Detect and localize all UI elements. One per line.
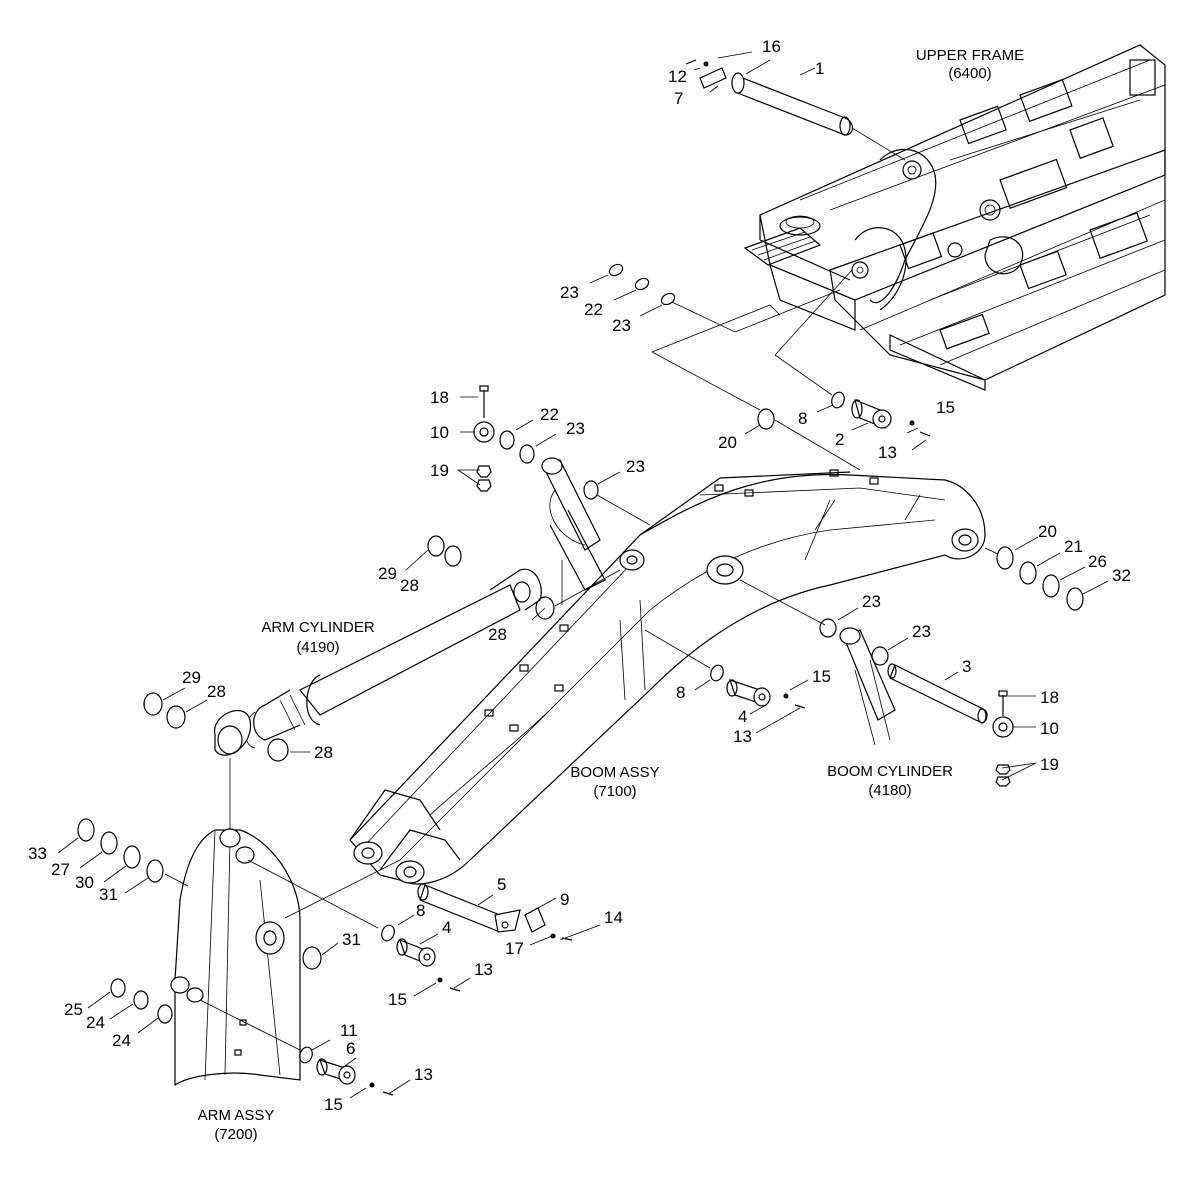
assembly-lines <box>164 127 999 1051</box>
boom-cylinder-label: BOOM CYLINDER <box>827 763 953 780</box>
callout-23-a: 23 <box>560 283 579 302</box>
callout-4-a: 4 <box>738 707 747 726</box>
plate-7 <box>699 67 727 89</box>
callout-8-a: 8 <box>798 409 807 428</box>
callout-15-c: 15 <box>388 990 407 1009</box>
callout-10-a: 10 <box>430 423 449 442</box>
callout-22-b: 22 <box>540 405 559 424</box>
pin-3 <box>887 663 988 724</box>
callout-27: 27 <box>51 860 70 879</box>
boom-cylinder-code: (4180) <box>868 782 911 799</box>
callout-15-d: 15 <box>324 1095 343 1114</box>
callout-7: 7 <box>674 89 683 108</box>
callout-23-f: 23 <box>912 622 931 641</box>
callout-13-d: 13 <box>414 1065 433 1084</box>
callout-13-c: 13 <box>474 960 493 979</box>
arm-assy-drawing <box>170 828 301 1087</box>
callout-24-b: 24 <box>112 1031 131 1050</box>
callout-33: 33 <box>28 844 47 863</box>
callout-8-c: 8 <box>416 901 425 920</box>
upper-frame-code: (6400) <box>948 65 991 82</box>
callout-28-c: 28 <box>207 682 226 701</box>
callout-25: 25 <box>64 1000 83 1019</box>
callout-1: 1 <box>815 59 824 78</box>
washers <box>77 263 1084 1064</box>
callout-29-b: 29 <box>182 668 201 687</box>
callout-32: 32 <box>1112 566 1131 585</box>
callout-8-b: 8 <box>676 683 685 702</box>
pin-6 <box>316 1058 356 1085</box>
callout-29-a: 29 <box>378 564 397 583</box>
arm-cylinder-drawing <box>214 568 542 756</box>
boom-assy-drawing <box>349 469 986 885</box>
callout-20-b: 20 <box>1038 522 1057 541</box>
callout-18-a: 18 <box>430 388 449 407</box>
pin-5 <box>417 883 521 933</box>
callout-26: 26 <box>1088 552 1107 571</box>
callout-19-a: 19 <box>430 461 449 480</box>
upper-frame-drawing <box>743 44 1166 391</box>
callout-28-b: 28 <box>488 625 507 644</box>
callout-24-a: 24 <box>86 1013 105 1032</box>
callout-28-d: 28 <box>314 743 333 762</box>
callout-22-a: 22 <box>584 300 603 319</box>
upper-frame-label: UPPER FRAME <box>916 47 1024 64</box>
callout-13-b: 13 <box>733 727 752 746</box>
callout-13-a: 13 <box>878 443 897 462</box>
callout-23-b: 23 <box>612 316 631 335</box>
boom-cylinder-lower-drawing <box>839 627 896 746</box>
pin-4-lower <box>396 938 436 967</box>
boom-assy-code: (7100) <box>593 783 636 800</box>
callout-30: 30 <box>75 873 94 892</box>
pin-4-upper <box>726 679 771 707</box>
callout-leaders <box>57 51 1109 1099</box>
callout-4-b: 4 <box>442 918 451 937</box>
callout-11: 11 <box>340 1021 358 1040</box>
callout-21: 21 <box>1064 537 1083 556</box>
callout-9: 9 <box>560 890 569 909</box>
pin-1 <box>731 72 854 136</box>
callout-23-d: 23 <box>626 457 645 476</box>
small-hardware <box>369 59 1011 1096</box>
arm-assy-label: ARM ASSY <box>198 1107 275 1124</box>
callout-14: 14 <box>604 908 623 927</box>
boom-cylinder-upper-drawing <box>541 457 606 591</box>
callout-28-a: 28 <box>400 576 419 595</box>
callout-5: 5 <box>497 875 506 894</box>
callout-16: 16 <box>762 37 781 56</box>
callout-2: 2 <box>835 430 844 449</box>
callout-23-e: 23 <box>862 592 881 611</box>
callout-10-b: 10 <box>1040 719 1059 738</box>
callout-15-b: 15 <box>812 667 831 686</box>
callout-31-b: 31 <box>342 930 361 949</box>
callout-20-a: 20 <box>718 433 737 452</box>
callout-18-b: 18 <box>1040 688 1059 707</box>
assembly-labels: UPPER FRAME (6400) ARM CYLINDER (4190) B… <box>198 47 1025 1143</box>
part-callouts: 16 12 7 1 23 22 23 8 15 2 13 20 18 10 22… <box>28 37 1131 1114</box>
callout-3: 3 <box>962 657 971 676</box>
arm-assy-code: (7200) <box>214 1126 257 1143</box>
arm-cylinder-label: ARM CYLINDER <box>261 619 375 636</box>
callout-23-c: 23 <box>566 419 585 438</box>
boom-assy-label: BOOM ASSY <box>570 764 659 781</box>
callout-17: 17 <box>505 939 524 958</box>
callout-6: 6 <box>346 1039 355 1058</box>
callout-15-a: 15 <box>936 398 955 417</box>
pin-2 <box>851 398 892 430</box>
arm-cylinder-code: (4190) <box>296 639 339 656</box>
plate-10-upper <box>473 421 495 443</box>
callout-19-b: 19 <box>1040 755 1059 774</box>
plate-10-lower <box>992 716 1014 738</box>
plate-9 <box>524 907 546 933</box>
callout-31-a: 31 <box>99 885 118 904</box>
callout-12: 12 <box>668 67 687 86</box>
